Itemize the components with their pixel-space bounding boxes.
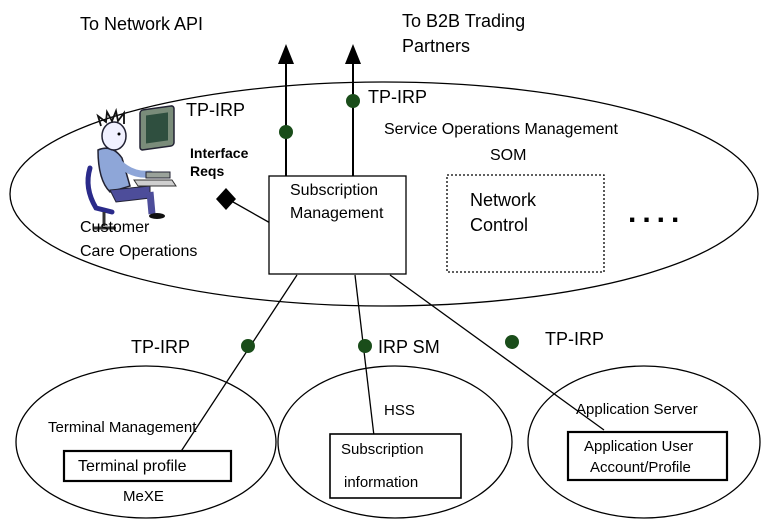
application-user-line1: Application User bbox=[584, 438, 693, 455]
link-appserver-label: TP-IRP bbox=[545, 329, 604, 349]
hss-ellipse bbox=[277, 365, 513, 519]
network-api-label: To Network API bbox=[80, 14, 203, 34]
subscription-management-line2: Management bbox=[290, 205, 384, 222]
link-hss-dot bbox=[358, 339, 372, 353]
network-api-arrowhead bbox=[278, 44, 294, 64]
link-terminal-dot bbox=[241, 339, 255, 353]
application-server-ellipse bbox=[527, 365, 761, 519]
more-ellipsis: .... bbox=[628, 196, 685, 229]
subscription-information-box bbox=[329, 433, 462, 499]
interface-reqs-line2: Reqs bbox=[190, 163, 224, 179]
application-user-line2: Account/Profile bbox=[590, 459, 691, 476]
som-title: Service Operations Management bbox=[384, 121, 618, 138]
terminal-profile-box bbox=[62, 449, 233, 483]
link-terminal-management bbox=[177, 274, 298, 457]
link-terminal-label: TP-IRP bbox=[131, 337, 190, 357]
tp-irp-right-dot bbox=[346, 94, 360, 108]
som-ellipse bbox=[9, 81, 759, 307]
interface-reqs-line1: Interface bbox=[190, 145, 249, 161]
network-control-line2: Control bbox=[470, 215, 528, 235]
subscription-management-box bbox=[268, 175, 407, 275]
subscription-management-line1: Subscription bbox=[290, 182, 378, 199]
link-hss-label: IRP SM bbox=[378, 337, 440, 357]
tp-irp-left-dot bbox=[279, 125, 293, 139]
b2b-arrowhead bbox=[345, 44, 361, 64]
interface-reqs-diamond bbox=[216, 188, 236, 210]
subscription-information-line2: information bbox=[344, 474, 418, 491]
network-control-box bbox=[446, 174, 605, 273]
terminal-management-ellipse bbox=[15, 365, 277, 519]
terminal-management-title: Terminal Management bbox=[48, 419, 197, 436]
link-hss bbox=[354, 274, 375, 437]
som-acronym: SOM bbox=[490, 147, 526, 164]
mexe-label: MeXE bbox=[123, 488, 164, 505]
customer-care-line1: Customer bbox=[80, 219, 150, 236]
subscription-information-line1: Subscription bbox=[341, 441, 424, 458]
tp-irp-left-label: TP-IRP bbox=[186, 100, 245, 120]
link-customer-care bbox=[225, 197, 273, 225]
b2b-label-line1: To B2B Trading bbox=[402, 11, 525, 31]
link-appserver-dot bbox=[505, 335, 519, 349]
application-user-box bbox=[566, 430, 729, 482]
application-server-title: Application Server bbox=[576, 401, 698, 418]
tp-irp-right-label: TP-IRP bbox=[368, 87, 427, 107]
customer-care-line2: Care Operations bbox=[80, 243, 197, 260]
terminal-profile-label: Terminal profile bbox=[78, 458, 187, 475]
hss-title: HSS bbox=[384, 402, 415, 419]
network-control-line1: Network bbox=[470, 190, 537, 210]
b2b-label-line2: Partners bbox=[402, 36, 470, 56]
link-application-server bbox=[389, 274, 605, 431]
customer-operator-illustration bbox=[85, 105, 177, 230]
